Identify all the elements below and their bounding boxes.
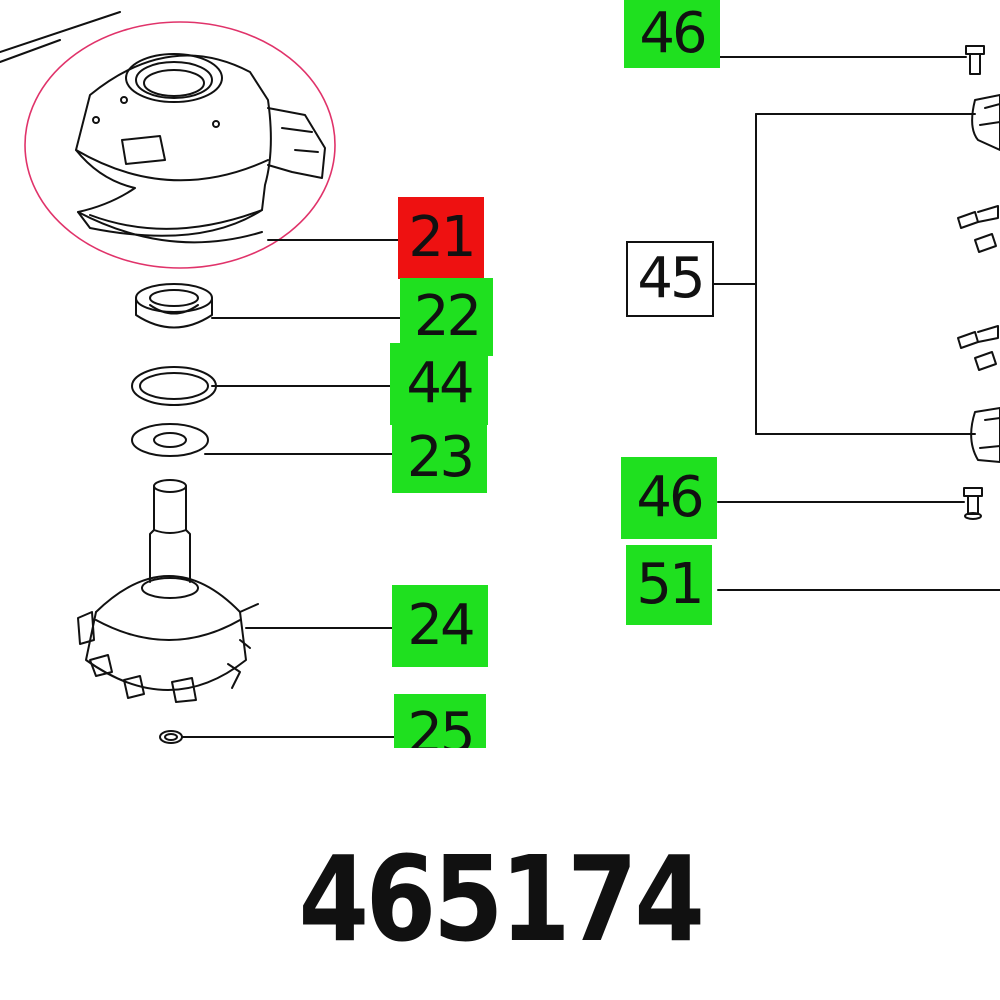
frame-edge-lines — [0, 11, 121, 63]
retaining-ring-part-44 — [131, 366, 217, 406]
washer-part-23 — [131, 423, 209, 457]
screw-part-46-top — [965, 45, 985, 75]
screw-part-46-middle — [963, 487, 983, 520]
label-46-top: 46 — [624, 0, 720, 68]
bearing-part-22 — [135, 283, 213, 329]
label-21: 21 — [398, 197, 484, 279]
o-ring-part-25 — [159, 730, 183, 744]
label-25: 25 — [394, 694, 486, 748]
label-24: 24 — [392, 585, 488, 667]
brush-holder-lower — [970, 407, 1000, 463]
highlight-circle — [24, 21, 336, 269]
label-46-middle: 46 — [621, 457, 717, 539]
connector-clips — [957, 205, 999, 371]
part-number: 465174 — [298, 830, 704, 968]
brush-holder-upper — [971, 94, 1000, 151]
housing-cover-part-21 — [75, 53, 326, 244]
bracket-45 — [713, 113, 976, 435]
label-45: 45 — [626, 241, 714, 317]
label-23: 23 — [392, 423, 487, 493]
spindle-hub-part-24 — [77, 479, 259, 703]
label-51: 51 — [626, 545, 712, 625]
label-44: 44 — [390, 343, 488, 425]
